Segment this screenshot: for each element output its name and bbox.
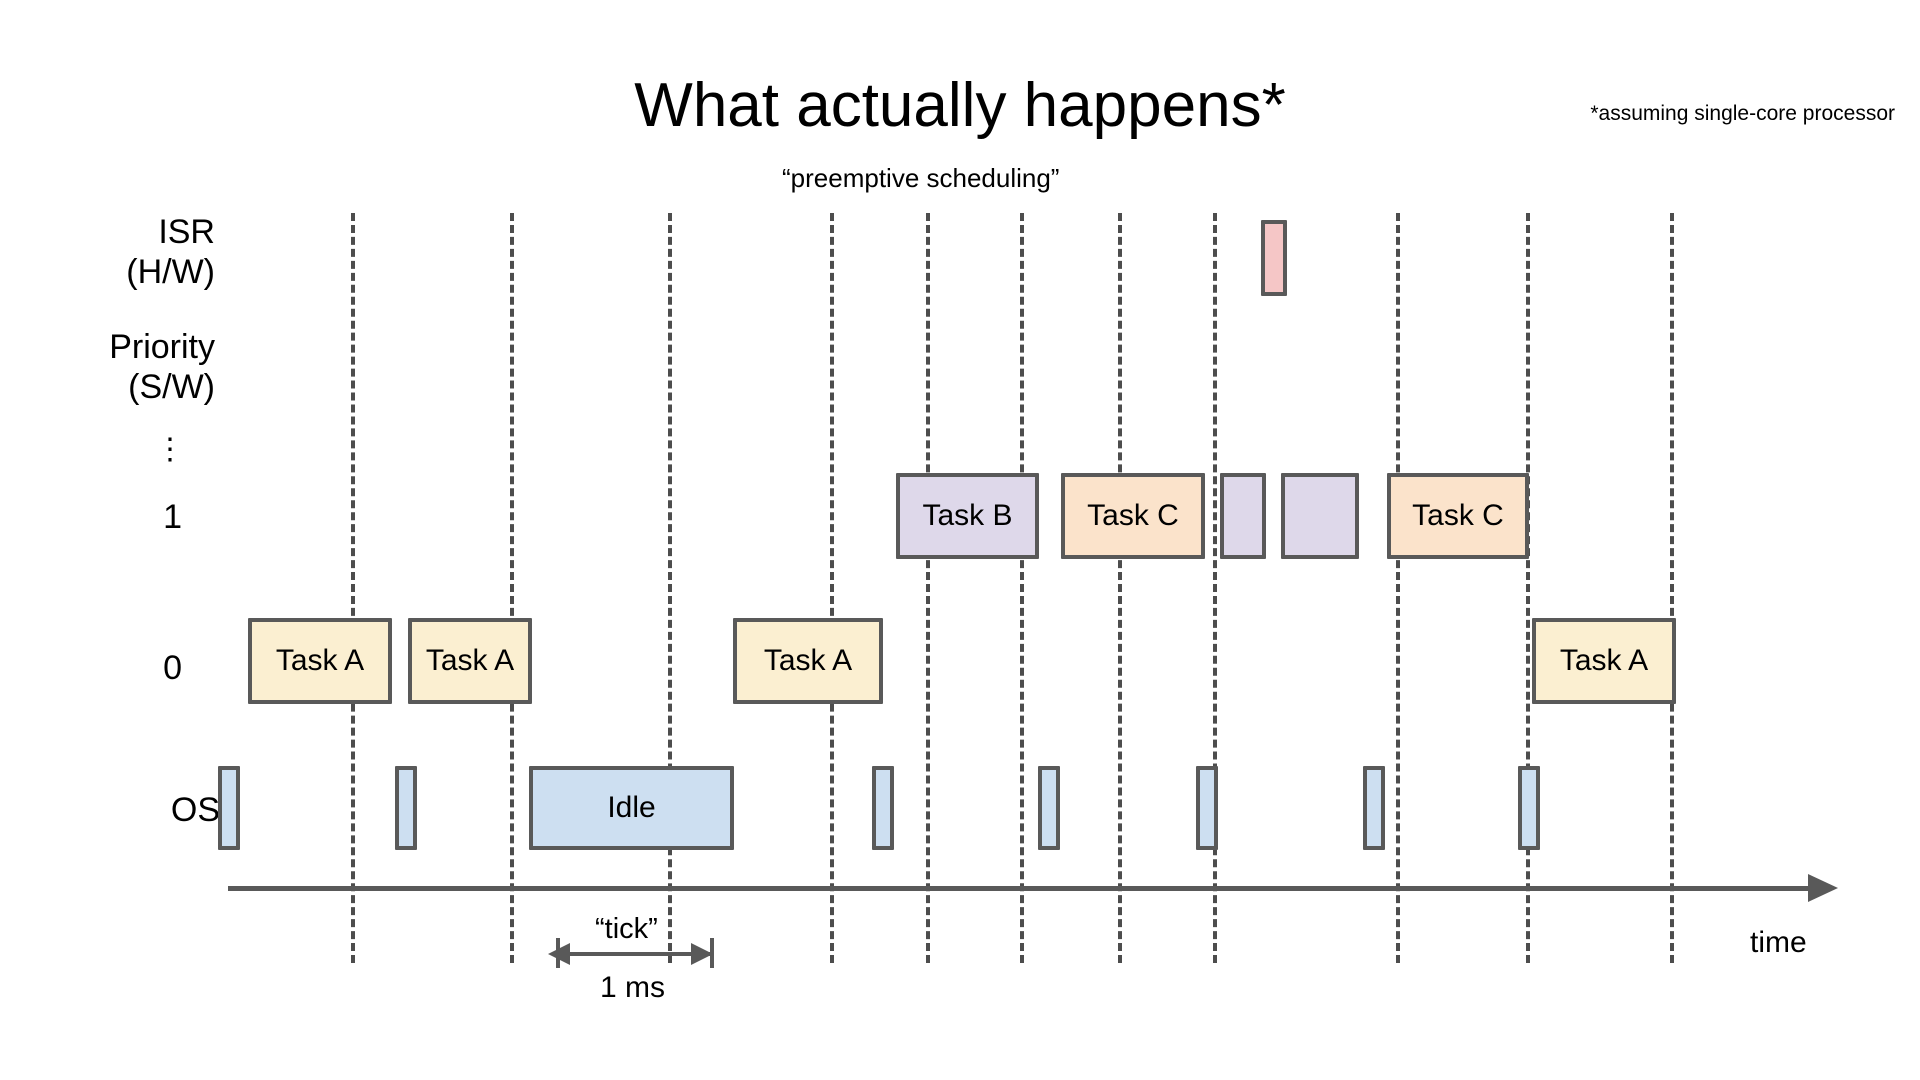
timeline-block-label: Task A (1559, 644, 1649, 677)
gridline-tick-0 (351, 213, 355, 963)
timeline-block-task-b-7: Task B (896, 473, 1039, 559)
gridline-tick-1 (510, 213, 514, 963)
timeline-block-task-c-9: Task C (1061, 473, 1205, 559)
timeline-block-task-a-5: Task A (733, 618, 883, 704)
timeline-block-label: Task A (763, 644, 853, 677)
tick-duration-label: 1 ms (600, 971, 666, 1004)
gridline-tick-2 (668, 213, 672, 963)
gridline-tick-8 (1396, 213, 1400, 963)
timeline-block-task-a-1: Task A (248, 618, 392, 704)
timeline-block-os-6 (872, 766, 894, 850)
timeline-block-os-8 (1038, 766, 1060, 850)
time-axis-arrowhead (1808, 874, 1838, 902)
timeline-block-task-b-13 (1281, 473, 1359, 559)
tick-measure-arrow-left (548, 943, 570, 965)
row-label-isr: ISR (H/W) (126, 213, 215, 292)
tick-measure-line (556, 952, 714, 956)
row-label-priority: Priority (S/W) (109, 328, 215, 407)
timeline-block-task-c-15: Task C (1387, 473, 1529, 559)
timeline-block-os-10 (1196, 766, 1218, 850)
timeline-block-os-3 (395, 766, 417, 850)
gridline-tick-5 (1020, 213, 1024, 963)
gridline-tick-7 (1213, 213, 1217, 963)
time-axis-label: time (1750, 926, 1807, 959)
row-label-priority-0: 0 (163, 649, 182, 687)
timeline-block-task-a-2: Task A (408, 618, 532, 704)
row-label-ellipsis: ⋮ (155, 433, 187, 466)
timeline-block-label: Task A (275, 644, 365, 677)
timeline-block-label: Task B (922, 499, 1013, 532)
timeline-block-os-0 (218, 766, 240, 850)
timeline-block-os-14 (1363, 766, 1385, 850)
timeline-block-label: Task A (425, 644, 515, 677)
footnote-text: *assuming single-core processor (1590, 102, 1895, 125)
time-axis-line (228, 886, 1813, 891)
gridline-tick-6 (1118, 213, 1122, 963)
timeline-block-isr-12 (1261, 220, 1287, 296)
tick-annotation-label: “tick” (595, 913, 658, 945)
timeline-block-label: Task C (1412, 499, 1504, 532)
gridline-tick-9 (1526, 213, 1530, 963)
timeline-block-label: Idle (607, 791, 656, 824)
tick-measure-arrow-right (691, 943, 713, 965)
preemptive-scheduling-annotation: “preemptive scheduling” (782, 163, 1060, 193)
gridline-tick-10 (1670, 213, 1674, 963)
timeline-block-label: Task C (1087, 499, 1179, 532)
gridline-tick-3 (830, 213, 834, 963)
row-label-priority-1: 1 (163, 498, 182, 536)
timeline-block-idle-4: Idle (529, 766, 734, 850)
timeline-block-os-16 (1518, 766, 1540, 850)
timeline-block-task-a-17: Task A (1532, 618, 1676, 704)
gridline-tick-4 (926, 213, 930, 963)
page-title: What actually happens* (634, 70, 1286, 140)
row-label-os: OS (170, 791, 220, 829)
timeline-block-task-b-11 (1220, 473, 1266, 559)
